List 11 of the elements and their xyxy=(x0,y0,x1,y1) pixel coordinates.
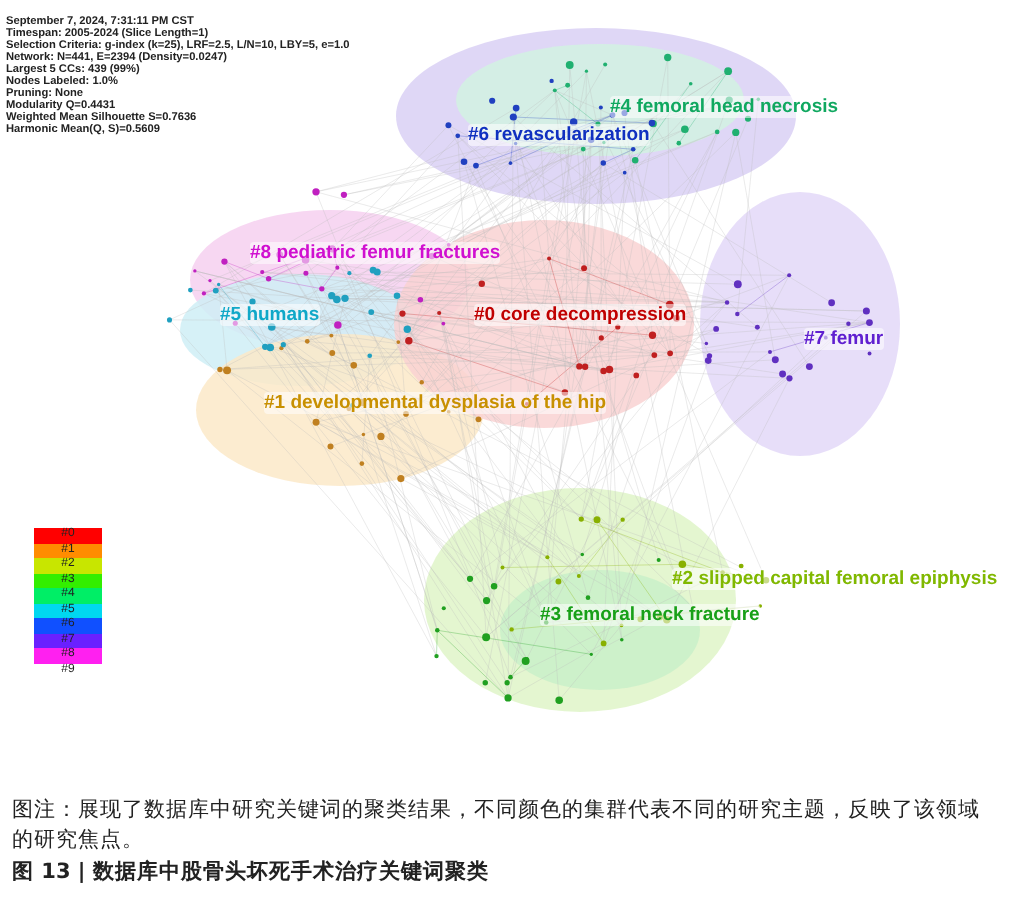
cluster-label: #0 core decompression xyxy=(474,304,687,326)
figure-title: 图 13 | 数据库中股骨头坏死手术治疗关键词聚类 xyxy=(12,858,491,888)
caption-text: 图注：展现了数据库中研究关键词的聚类结果，不同颜色的集群代表不同的研究主题，反映了该领域的研究焦点。 xyxy=(12,796,982,856)
cluster-label: #6 revascularization xyxy=(468,124,650,146)
cluster-label: #5 humans xyxy=(220,304,320,326)
cluster-label: #8 pediatric femur fractures xyxy=(250,242,501,264)
cluster-label: #7 femur xyxy=(804,328,884,350)
cluster-label: #3 femoral neck fracture xyxy=(540,604,760,626)
cluster-label: #2 slipped capital femoral epiphysis xyxy=(672,568,998,590)
cluster-label: #4 femoral head necrosis xyxy=(610,96,839,118)
cluster-label: #1 developmental dysplasia of the hip xyxy=(264,392,607,414)
